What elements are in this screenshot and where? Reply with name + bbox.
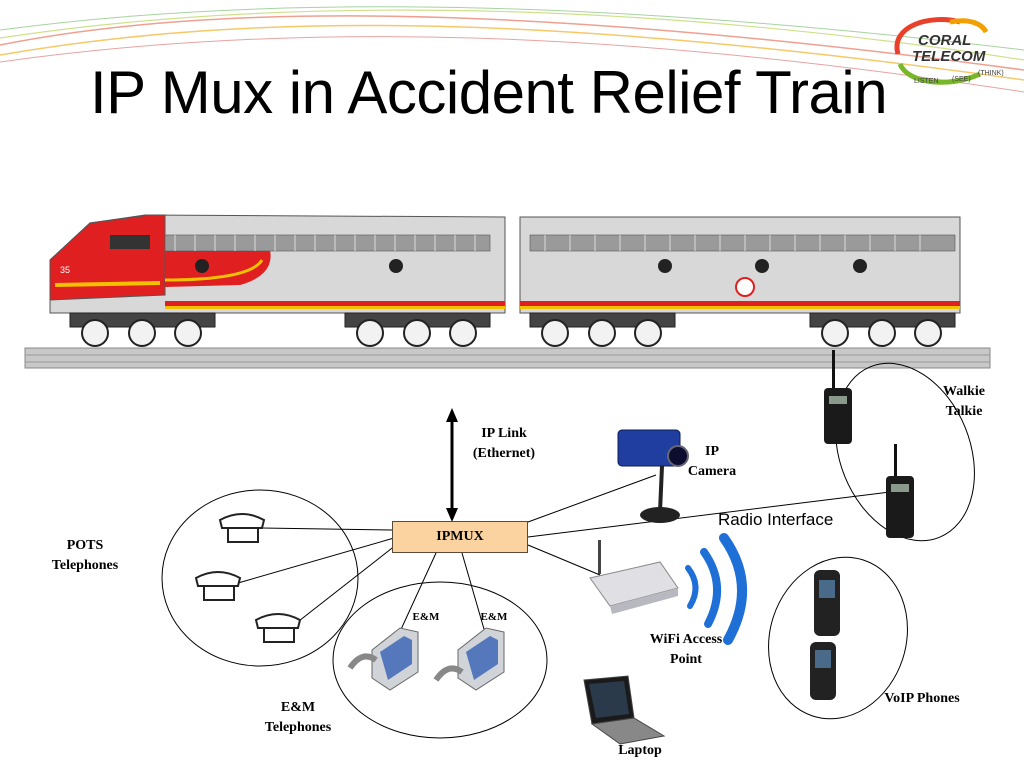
slide-title: IP Mux in Accident Relief Train	[90, 59, 888, 126]
pots-telephones-label: POTS Telephones	[51, 538, 119, 573]
voip-phone-icon	[810, 642, 836, 700]
em-telephone-icon	[347, 627, 419, 691]
link-pots-1	[261, 527, 393, 531]
walkie-group-ellipse	[835, 362, 975, 542]
em-link-label-1: E&M	[412, 611, 440, 623]
walkie-talkie-icon	[886, 444, 914, 538]
ipmux-box: IPMUX	[392, 521, 528, 553]
laptop-icon	[583, 675, 666, 745]
em-telephone-icon	[433, 627, 505, 691]
voip-phones-label: VoIP Phones	[884, 691, 960, 706]
radio-interface-label: Radio Interface	[718, 510, 834, 529]
wifi-access-point-label: WiFi Access Point	[649, 632, 723, 667]
logo-tag-think: (THINK)	[978, 70, 1004, 77]
link-em-2	[461, 552, 487, 637]
logo-line-2: TELECOM	[912, 48, 986, 65]
logo-line-1: CORAL	[918, 32, 972, 49]
link-pots-3	[289, 544, 397, 629]
em-group-ellipse	[332, 581, 548, 739]
train-number: 35	[60, 265, 70, 275]
pots-telephone-icon	[218, 513, 266, 543]
voip-phone-icon	[814, 570, 840, 636]
pots-telephone-icon	[194, 571, 242, 601]
logo-swirl-icon	[894, 17, 989, 85]
ip-camera-label: IP Camera	[687, 444, 737, 479]
em-telephones-label: E&M Telephones	[264, 700, 332, 735]
wifi-access-point-icon	[589, 540, 679, 614]
pots-telephone-icon	[254, 613, 302, 643]
logo-tag-listen: LISTEN	[914, 78, 939, 85]
voip-group-ellipse	[768, 556, 908, 720]
ip-link-label: IP Link (Ethernet)	[472, 426, 536, 461]
ip-camera-icon	[617, 429, 689, 523]
link-wifi	[527, 544, 601, 576]
walkie-talkie-icon	[824, 350, 852, 444]
walkie-talkie-label: Walkie Talkie	[942, 384, 985, 419]
rail-track	[24, 347, 991, 369]
company-logo: CORAL TELECOM LISTEN (SEE) (THINK)	[890, 14, 1008, 94]
logo-tag-see: (SEE)	[952, 76, 971, 83]
decorative-swoosh	[0, 6, 1024, 93]
em-link-label-2: E&M	[480, 611, 508, 623]
link-pots-2	[237, 537, 395, 584]
link-em-1	[397, 552, 437, 637]
pots-group-ellipse	[161, 489, 359, 667]
train-illustration: 35	[24, 214, 991, 369]
laptop-label: Laptop	[618, 743, 662, 758]
link-radio	[527, 491, 891, 538]
link-camera	[527, 474, 657, 523]
wifi-signal-icon	[685, 533, 748, 645]
